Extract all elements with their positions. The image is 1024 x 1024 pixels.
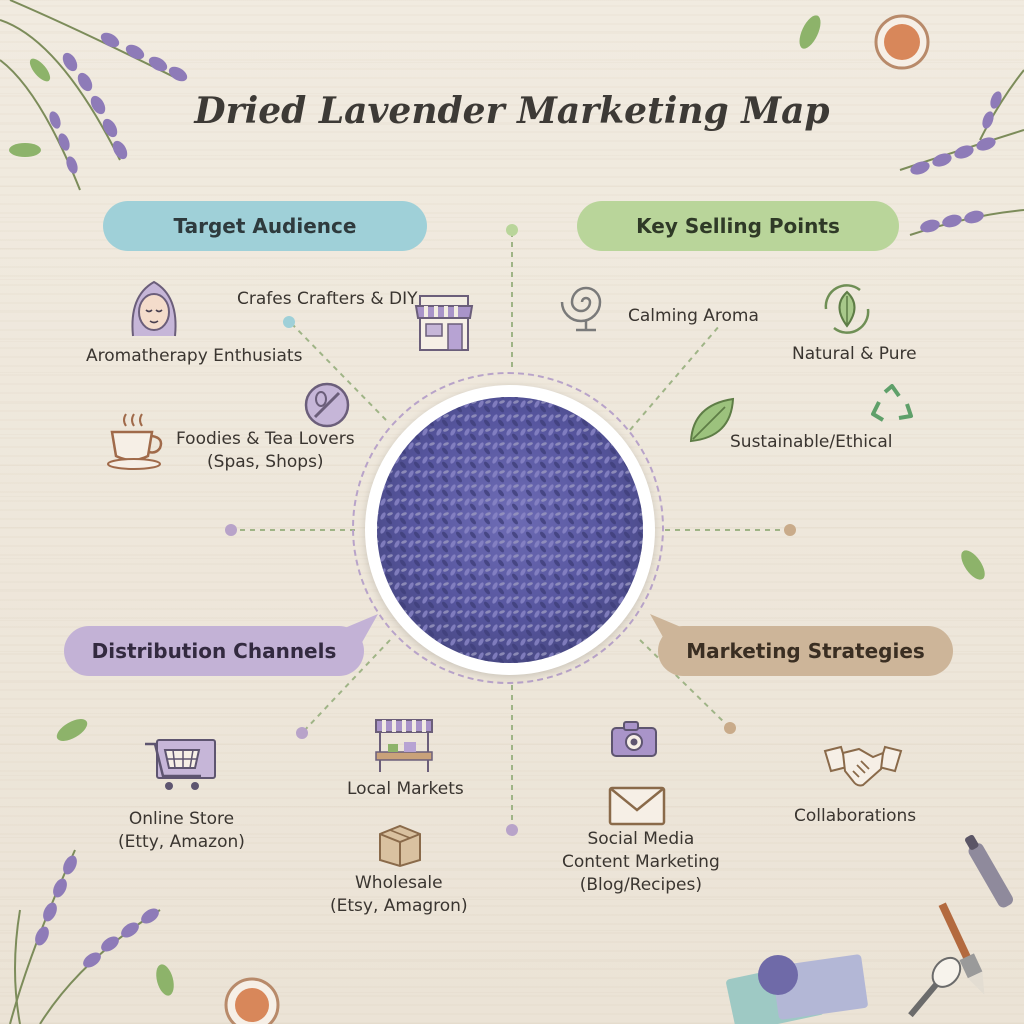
envelope-icon bbox=[608, 786, 666, 826]
label-natural-pure: Natural & Pure bbox=[792, 344, 917, 364]
market-stall-icon bbox=[375, 719, 433, 772]
label-foodies-tea-lovers: Foodies & Tea Lovers (Spas, Shops) bbox=[176, 428, 355, 474]
lavender-sprigs-top-right-icon bbox=[899, 69, 1024, 236]
leaf-icon bbox=[689, 397, 735, 443]
box-icon bbox=[379, 824, 421, 868]
category-key-selling-points: Key Selling Points bbox=[577, 201, 899, 251]
category-marketing-strategies: Marketing Strategies bbox=[658, 626, 953, 676]
tea-cup-bottom-icon bbox=[224, 977, 280, 1024]
label-foodies-line2: (Spas, Shops) bbox=[207, 452, 324, 472]
label-aromatherapy-enthusiasts: Aromatherapy Enthusiats bbox=[86, 346, 303, 366]
label-sustainable-ethical: Sustainable/Ethical bbox=[730, 432, 893, 452]
tea-cup-top-right-icon bbox=[874, 14, 930, 70]
dried-lavender-buds-icon bbox=[377, 397, 643, 663]
center-dashed-ring bbox=[352, 372, 664, 684]
label-wholesale-line2: (Etsy, Amagron) bbox=[330, 896, 468, 916]
label-calming-aroma: Calming Aroma bbox=[628, 306, 759, 326]
leaf-circle-icon bbox=[824, 284, 870, 334]
camera-icon bbox=[611, 721, 657, 757]
woman-face-icon bbox=[131, 280, 177, 337]
handshake-icon bbox=[823, 745, 903, 787]
label-social-line1: Social Media bbox=[587, 829, 695, 849]
shop-storefront-icon bbox=[414, 295, 474, 351]
leaf-right-icon bbox=[961, 550, 985, 580]
teacup-icon bbox=[107, 413, 163, 470]
lavender-bowl bbox=[365, 385, 655, 675]
label-wholesale: Wholesale (Etsy, Amagron) bbox=[330, 872, 468, 918]
recycle-icon bbox=[871, 384, 913, 422]
no-spoon-icon bbox=[304, 382, 350, 428]
aroma-swirl-icon bbox=[560, 286, 602, 332]
lavender-sprigs-bottom-left-icon bbox=[9, 849, 174, 1024]
leaf-top-icon bbox=[799, 15, 821, 49]
category-target-audience: Target Audience bbox=[103, 201, 427, 251]
label-wholesale-line1: Wholesale bbox=[354, 873, 443, 893]
label-online-line1: Online Store bbox=[128, 809, 235, 829]
label-online-store: Online Store (Etty, Amazon) bbox=[118, 808, 245, 854]
label-foodies-line1: Foodies & Tea Lovers bbox=[176, 429, 355, 449]
lavender-sprigs-top-left-icon bbox=[0, 0, 188, 191]
category-distribution-channels: Distribution Channels bbox=[64, 626, 364, 676]
label-social-line3: (Blog/Recipes) bbox=[579, 875, 702, 895]
label-collaborations: Collaborations bbox=[794, 806, 917, 826]
label-social-media: Social Media Content Marketing (Blog/Rec… bbox=[562, 828, 720, 897]
label-crafters-diy: Crafes Crafters & DIY bbox=[237, 289, 418, 309]
pill-pointer-marketing bbox=[650, 614, 688, 646]
craft-tools-bottom-right-icon bbox=[726, 834, 1013, 1024]
page-title: Dried Lavender Marketing Map bbox=[194, 90, 830, 133]
label-local-markets: Local Markets bbox=[347, 779, 464, 799]
label-social-line2: Content Marketing bbox=[562, 852, 720, 872]
shopping-cart-icon bbox=[145, 739, 216, 790]
leaf-left-icon bbox=[56, 719, 88, 741]
pill-pointer-distribution bbox=[340, 614, 378, 646]
label-online-line2: (Etty, Amazon) bbox=[118, 832, 245, 852]
